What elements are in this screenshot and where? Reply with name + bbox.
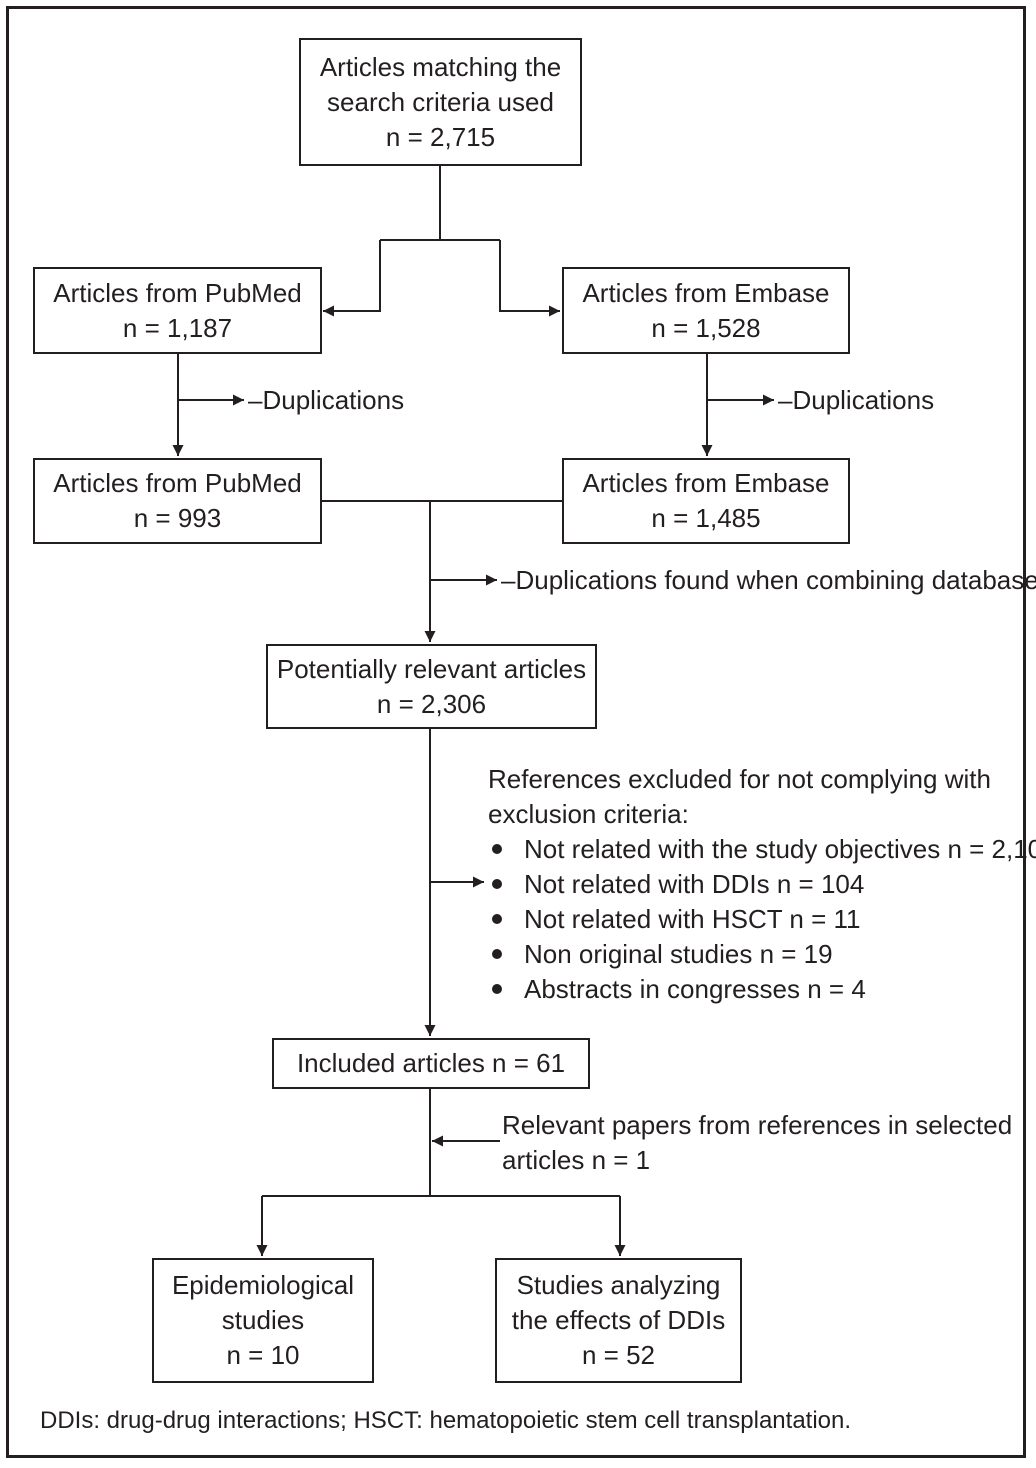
- node-line: n = 52: [581, 1340, 655, 1370]
- node-embase-initial: Articles from Embase n = 1,528: [562, 267, 850, 354]
- node-line: search criteria used: [327, 86, 554, 117]
- exclusion-item: Not related with DDIs n = 104: [488, 867, 1036, 902]
- node-pubmed-initial: Articles from PubMed n = 1,187: [33, 267, 322, 354]
- note-exclusion-heading: References excluded for not complying wi…: [488, 762, 991, 832]
- node-potentially-relevant: Potentially relevant articles n = 2,306: [266, 644, 597, 729]
- node-line: n = 2,306: [376, 688, 487, 719]
- node-line: n = 993: [133, 503, 222, 533]
- node-line: n = 1,528: [651, 312, 761, 343]
- node-search-criteria: Articles matching the search criteria us…: [299, 38, 582, 166]
- node-line: n = 10: [226, 1340, 300, 1370]
- note-line: Relevant papers from references in selec…: [502, 1110, 1013, 1140]
- note-combined-duplications: –Duplications found when combining datab…: [501, 565, 1036, 595]
- exclusion-item: Not related with the study objectives n …: [488, 832, 1036, 867]
- node-line: Articles from Embase: [582, 468, 830, 498]
- node-line: Articles from PubMed: [53, 468, 302, 498]
- node-pubmed-deduplicated: Articles from PubMed n = 993: [33, 458, 322, 544]
- exclusion-item: Abstracts in congresses n = 4: [488, 972, 1036, 1007]
- node-line: n = 2,715: [385, 121, 496, 152]
- node-line: n = 1,485: [651, 503, 761, 533]
- arrow-to-pubmed-1: [323, 240, 381, 317]
- arrow-to-embase-1: [499, 240, 560, 317]
- node-included-articles: Included articles n = 61: [272, 1038, 590, 1089]
- note-line: exclusion criteria:: [488, 799, 689, 829]
- note-line: References excluded for not complying wi…: [488, 764, 991, 794]
- footnote: DDIs: drug-drug interactions; HSCT: hema…: [40, 1407, 852, 1434]
- node-line: Potentially relevant articles: [276, 653, 587, 684]
- node-line: Articles from PubMed: [53, 277, 302, 308]
- note-line: articles n = 1: [502, 1145, 651, 1175]
- exclusion-item: Not related with HSCT n = 11: [488, 902, 1036, 937]
- node-line: Epidemiological: [171, 1270, 355, 1300]
- node-epidemiological-studies: Epidemiological studies n = 10: [152, 1258, 374, 1383]
- node-line: the effects of DDIs: [511, 1305, 726, 1335]
- node-line: Included articles n = 61: [296, 1048, 566, 1078]
- node-line: Studies analyzing: [516, 1270, 721, 1300]
- node-line: studies: [221, 1305, 305, 1335]
- node-line: Articles from Embase: [582, 277, 830, 308]
- note-embase-duplications: –Duplications: [778, 385, 935, 415]
- exclusion-list: Not related with the study objectives n …: [488, 832, 1036, 1007]
- exclusion-item: Non original studies n = 19: [488, 937, 1036, 972]
- figure-frame: [6, 6, 1026, 1458]
- node-ddi-effects-studies: Studies analyzing the effects of DDIs n …: [495, 1258, 742, 1383]
- node-line: n = 1,187: [122, 312, 233, 343]
- note-pubmed-duplications: –Duplications: [248, 385, 405, 415]
- node-embase-deduplicated: Articles from Embase n = 1,485: [562, 458, 850, 544]
- note-added-papers: Relevant papers from references in selec…: [502, 1108, 1012, 1178]
- node-line: Articles matching the: [319, 51, 562, 82]
